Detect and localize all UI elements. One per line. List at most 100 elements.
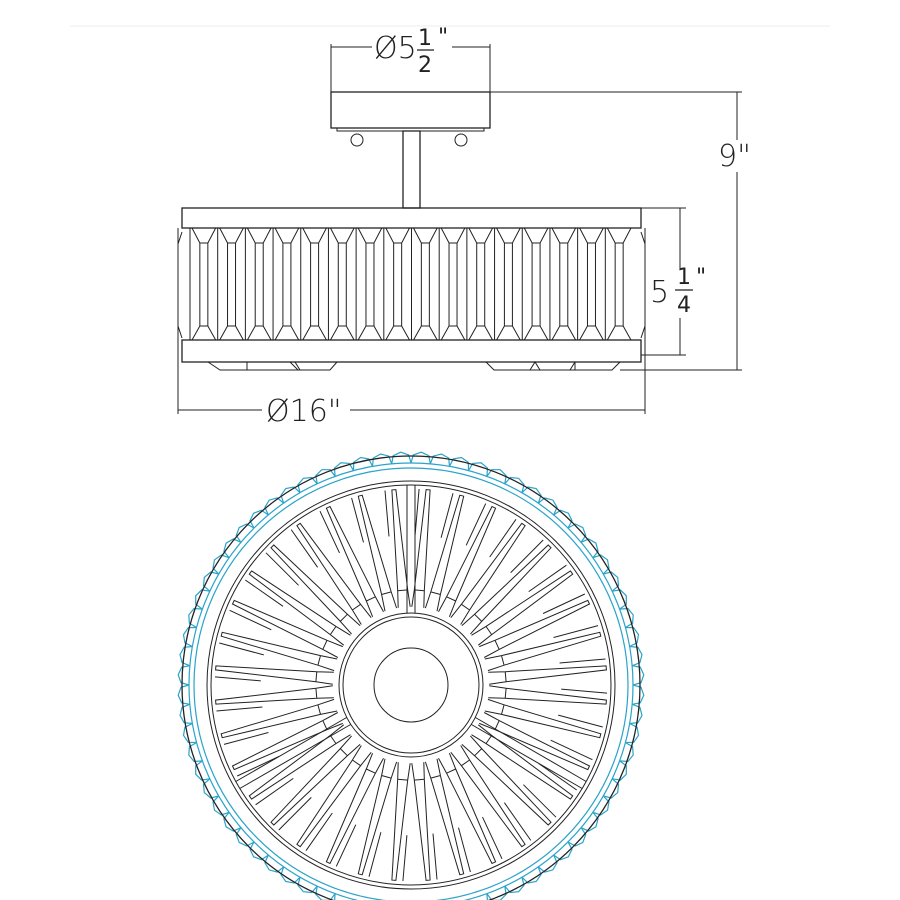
- top-band: [181, 207, 642, 229]
- overall-height-label: 9": [718, 139, 751, 174]
- crystal-bead: [212, 795, 230, 816]
- shade-height-line: [641, 207, 686, 356]
- crystal-bead: [182, 626, 197, 648]
- crystal-bead: [223, 538, 242, 559]
- canopy-diameter-unit: ": [438, 25, 448, 50]
- stem: [402, 130, 421, 209]
- crystal-bead: [235, 827, 255, 847]
- crystal-ray: [245, 570, 351, 646]
- crystal-ray: [248, 724, 351, 806]
- crystal-ray: [484, 698, 603, 739]
- crystal-panel: [521, 227, 549, 341]
- crystal-bead: [182, 722, 197, 744]
- crystal-bead: [632, 684, 645, 705]
- crystal-bead: [553, 509, 573, 529]
- shade-diameter-label: Ø16": [266, 394, 342, 429]
- crystal-panel: [466, 227, 494, 341]
- canopy-diameter-den: 2: [418, 53, 432, 78]
- crystal-ray: [296, 745, 372, 851]
- crystal-ray: [461, 735, 557, 826]
- crystal-bead: [334, 893, 355, 900]
- crystal-bead: [632, 665, 645, 686]
- crystal-bead: [603, 778, 620, 799]
- side-elevation: [177, 91, 646, 371]
- crystal-bead: [315, 469, 336, 484]
- canopy-screw-right: [454, 133, 468, 147]
- crystal-bead: [297, 877, 318, 894]
- crystal-ray: [438, 753, 503, 865]
- crystal-ray: [270, 735, 361, 831]
- segment-divider: [235, 717, 351, 789]
- bottom-crystal-left: [207, 361, 338, 371]
- crystal-bead: [592, 554, 610, 575]
- crystal-ray: [438, 503, 497, 617]
- crystal-ray: [229, 599, 343, 658]
- canopy-diameter-num: 1: [418, 26, 432, 51]
- crystal-ray: [479, 712, 593, 771]
- crystal-bead: [553, 841, 573, 861]
- dimension-labels: Ø5 1 2 " 9" 5 1 4 " Ø16": [266, 25, 751, 429]
- crystal-bead: [333, 462, 355, 477]
- crystal-bead: [629, 645, 643, 667]
- crystal-ray: [424, 758, 471, 876]
- crystal-ray: [450, 745, 532, 848]
- shade-height-den: 4: [677, 293, 691, 318]
- crystal-bead: [486, 469, 507, 484]
- canopy-diameter-label: Ø5: [374, 31, 417, 66]
- crystal-panel: [244, 227, 272, 341]
- crystal-panel: [355, 227, 383, 341]
- crystal-ray: [319, 505, 384, 617]
- crystal-bead: [249, 509, 269, 529]
- shade-height-num: 1: [677, 265, 691, 290]
- hub-inner-ring: [342, 616, 480, 754]
- crystal-bead: [467, 893, 488, 900]
- crystal-ray: [391, 762, 411, 882]
- segment-divider: [471, 717, 587, 789]
- crystal-rays: [214, 488, 608, 882]
- crystal-bead: [202, 571, 219, 592]
- crystal-bead: [195, 760, 210, 781]
- crystal-bead: [264, 854, 285, 873]
- crystal-bead: [352, 456, 374, 471]
- crystal-bead: [619, 607, 634, 629]
- crystal-bead: [567, 523, 587, 543]
- shade-diameter-line: [177, 228, 646, 414]
- crystal-bead: [592, 795, 610, 816]
- crystal-ray: [411, 762, 438, 881]
- crystal-bead: [391, 451, 412, 464]
- crystal-bead: [195, 589, 210, 610]
- crystal-bead: [629, 703, 643, 725]
- bottom-view: [177, 451, 645, 900]
- crystal-ray: [471, 564, 574, 646]
- crystal-bead: [297, 476, 318, 493]
- crystal-bead: [504, 877, 525, 894]
- crystal-panel: [549, 227, 577, 341]
- overall-height-line: [490, 91, 742, 371]
- crystal-bead: [179, 645, 193, 667]
- crystal-bead: [188, 741, 203, 763]
- crystal-ray: [411, 488, 431, 608]
- crystal-bead: [177, 684, 190, 705]
- crystal-panel: [300, 227, 327, 341]
- crystal-bead: [410, 451, 431, 464]
- segment-dividers: [235, 485, 587, 789]
- crystal-ray: [265, 544, 361, 635]
- canopy-screw-left: [350, 133, 364, 147]
- crystal-bead: [179, 703, 193, 725]
- crystal-ray: [384, 489, 411, 608]
- crystal-bead: [521, 866, 542, 884]
- crystal-ray: [471, 724, 577, 800]
- crystal-bead-ring: [177, 451, 645, 900]
- crystal-bead: [212, 554, 230, 575]
- crystal-ray: [488, 658, 607, 685]
- crystal-bead: [223, 811, 242, 832]
- crystal-ray: [424, 493, 465, 612]
- bottom-crystal-right: [485, 361, 621, 371]
- crystal-bead: [429, 453, 451, 467]
- crystal-panel: [411, 227, 438, 341]
- bottom-band: [181, 339, 642, 363]
- crystal-bead: [371, 453, 393, 467]
- frame-ring-outer: [206, 480, 616, 890]
- crystal-panel: [217, 227, 244, 341]
